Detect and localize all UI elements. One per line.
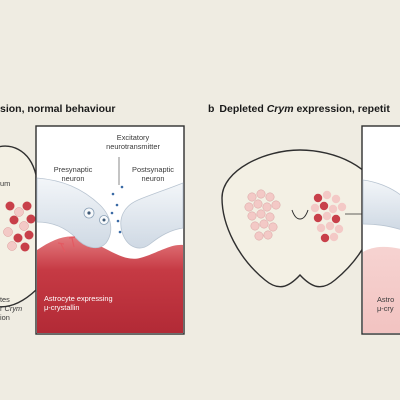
- astrocyte-expressing-label: Astrocyte expressing μ-crystallin: [44, 294, 113, 312]
- panel-b-synapse-inset: [361, 125, 400, 335]
- postsynaptic-neuron: [120, 182, 184, 249]
- panel-a-synapse-inset: [35, 125, 185, 335]
- neurotransmitter-dots: [110, 185, 124, 234]
- astrocyte-region: [37, 236, 183, 333]
- postsynaptic-neuron-label: Postsynaptic neuron: [132, 165, 174, 183]
- panel-b-left-striatum-cells: [244, 189, 281, 241]
- panel-a-astrocyte-label-line1: tes: [0, 295, 10, 304]
- panel-b-right-striatum-cells: [310, 190, 347, 243]
- panel-a-astrocyte-label-line3: ion: [0, 313, 10, 322]
- panel-b-brain-slice: [221, 149, 379, 288]
- panel-b-letter: b: [208, 103, 215, 115]
- panel-a-astrocyte-label-line2: r Crym: [0, 304, 23, 313]
- panel-b-astrocyte-label-line2: μ-cry: [377, 304, 394, 313]
- panel-a-title: sion, normal behaviour: [0, 103, 116, 115]
- panel-b-astrocyte-label-line1: Astro: [377, 295, 395, 304]
- transporter-icons: [57, 236, 76, 253]
- panel-a-brain-slice: [0, 145, 37, 308]
- presynaptic-neuron: [36, 177, 112, 249]
- presynaptic-neuron-label: Presynaptic neuron: [53, 165, 93, 183]
- panel-a-cortex-label: um: [0, 179, 11, 188]
- panel-a-striatum-cells: [3, 201, 36, 252]
- excitatory-neurotransmitter-label: Excitatory neurotransmitter: [106, 133, 160, 151]
